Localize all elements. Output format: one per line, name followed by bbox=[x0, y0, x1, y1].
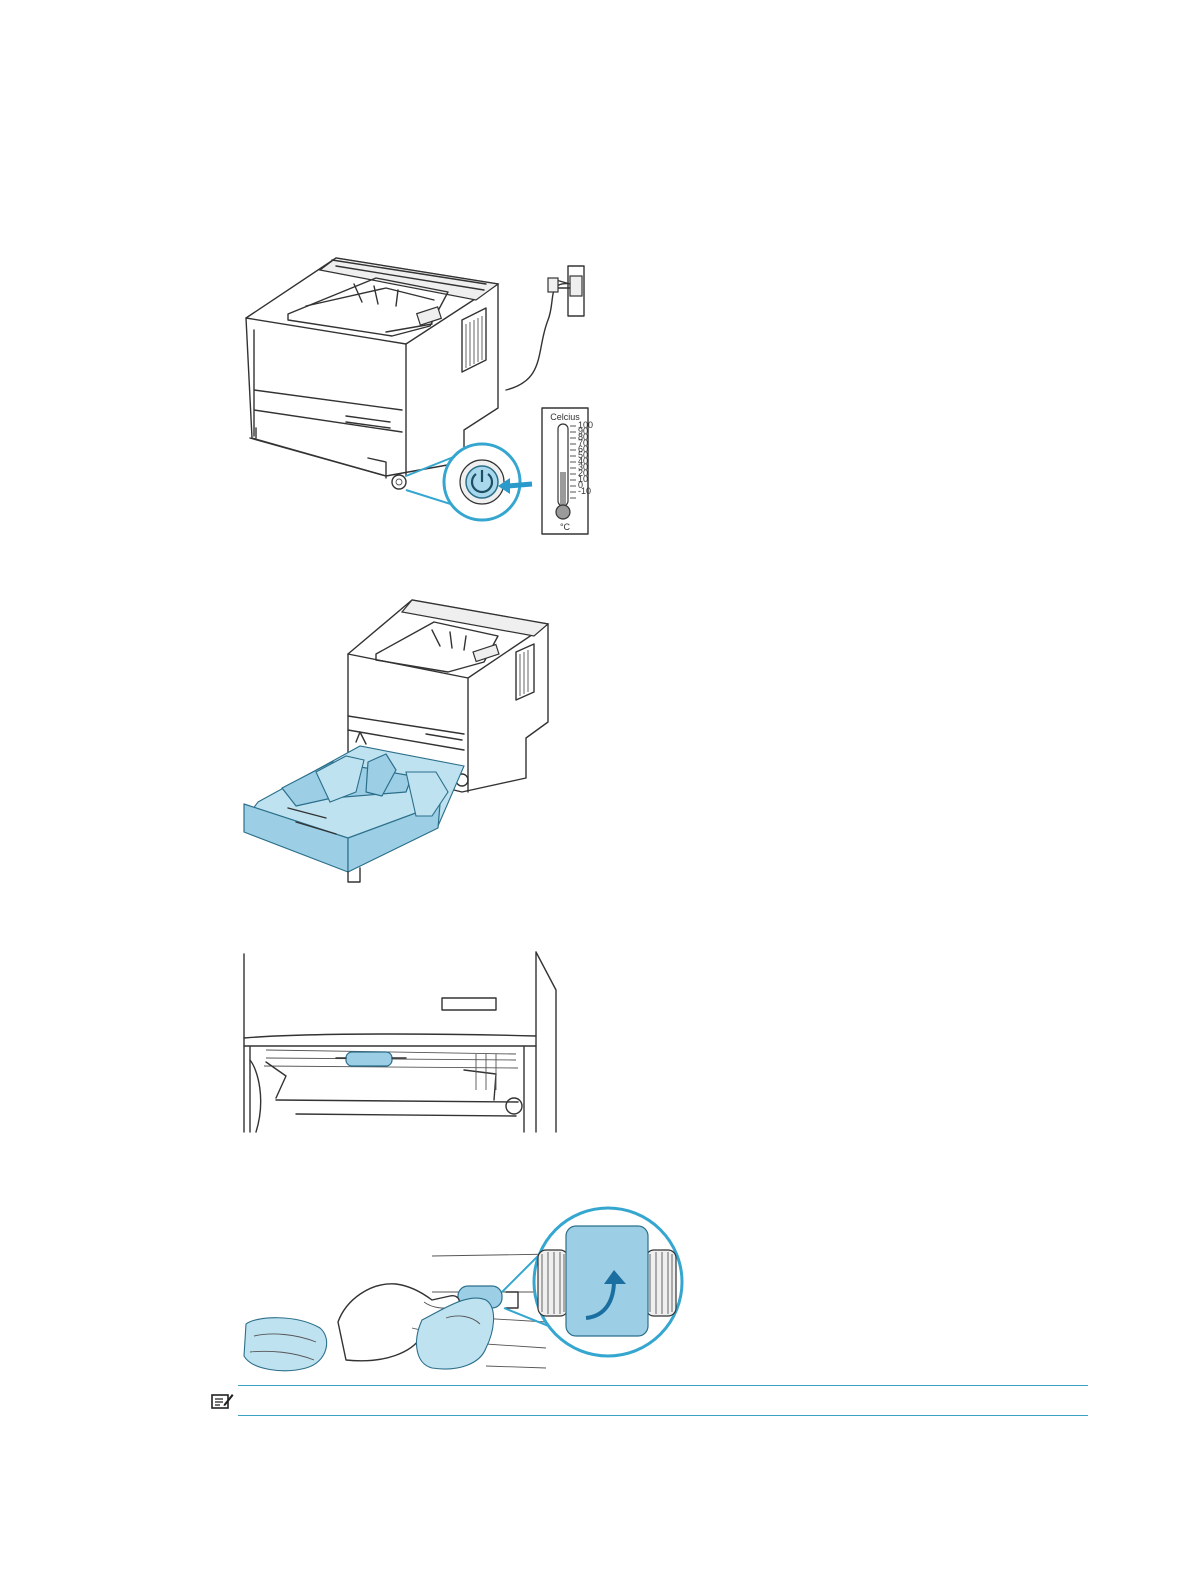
figure-remove-tray bbox=[236, 596, 556, 888]
thermometer-title: Celcius bbox=[550, 412, 580, 422]
figure-clean-roller bbox=[236, 1192, 692, 1372]
note-rule-bottom bbox=[238, 1415, 1088, 1416]
note-icon bbox=[210, 1392, 234, 1410]
figure-locate-roller bbox=[236, 950, 558, 1136]
figure-power-off-unplug: Celcius 100 90 80 70 60 50 40 30 20 10 0… bbox=[236, 240, 596, 540]
scale-label: -10 bbox=[578, 486, 591, 496]
printer-tray-illustration bbox=[236, 596, 556, 888]
printer-power-illustration: Celcius 100 90 80 70 60 50 40 30 20 10 0… bbox=[236, 240, 596, 540]
thermometer-unit: °C bbox=[560, 522, 571, 532]
note-rule-top bbox=[238, 1385, 1088, 1386]
roller-cleaning-illustration bbox=[236, 1192, 692, 1372]
roller-location-illustration bbox=[236, 950, 558, 1136]
